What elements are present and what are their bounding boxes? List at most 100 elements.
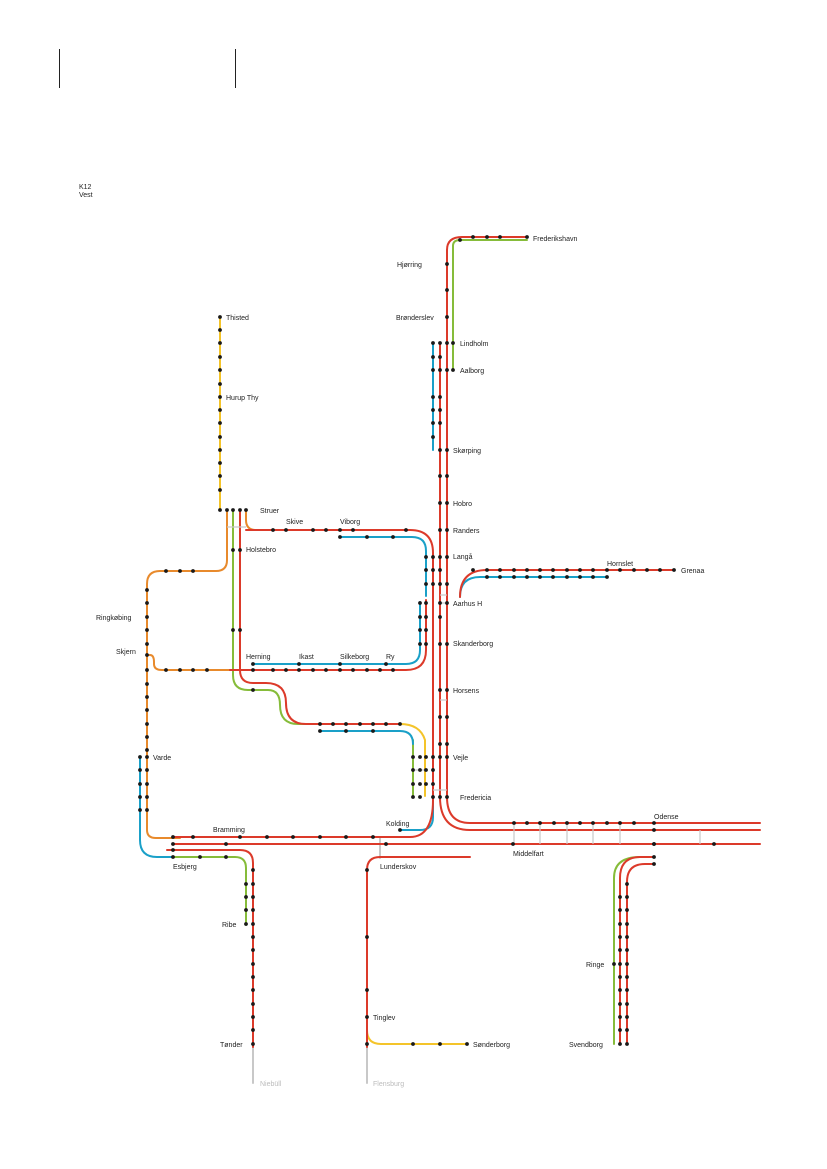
stop-dot-149[interactable] [145,653,149,657]
stop-dot-179[interactable] [365,668,369,672]
stop-dot-120[interactable] [538,568,542,572]
stop-dot-217[interactable] [578,821,582,825]
stop-dot-251[interactable] [411,1042,415,1046]
stop-dot-78[interactable] [411,782,415,786]
stop-dot-14[interactable] [445,555,449,559]
label-frederikshavn[interactable]: Frederikshavn [533,236,577,243]
stop-dot-107[interactable] [404,528,408,532]
stop-dot-144[interactable] [145,588,149,592]
stop-dot-244[interactable] [244,908,248,912]
stop-dot-10[interactable] [445,448,449,452]
label-ribe[interactable]: Ribe [222,922,237,929]
stop-dot-101[interactable] [271,528,275,532]
label-lunderskov[interactable]: Lunderskov [380,864,417,871]
stop-dot-23[interactable] [438,341,442,345]
stop-dot-231[interactable] [251,908,255,912]
stop-dot-125[interactable] [605,568,609,572]
stop-dot-49[interactable] [431,421,435,425]
stop-dot-188[interactable] [331,722,335,726]
stop-dot-35[interactable] [438,582,442,586]
stop-dot-115[interactable] [471,568,475,572]
stop-dot-232[interactable] [251,922,255,926]
stop-dot-233[interactable] [251,935,255,939]
stop-dot-257[interactable] [625,882,629,886]
stop-dot-155[interactable] [145,735,149,739]
stop-dot-203[interactable] [318,835,322,839]
stop-dot-64[interactable] [424,642,428,646]
label-ringkobing[interactable]: Ringkøbing [96,615,132,622]
stop-dot-273[interactable] [618,935,622,939]
label-thisted[interactable]: Thisted [226,315,249,322]
stop-dot-151[interactable] [145,682,149,686]
stop-dot-110[interactable] [391,535,395,539]
stop-dot-147[interactable] [145,628,149,632]
stop-dot-86[interactable] [218,368,222,372]
stop-dot-58[interactable] [424,555,428,559]
label-bramming[interactable]: Bramming [213,827,245,834]
stop-dot-108[interactable] [338,535,342,539]
stop-dot-60[interactable] [424,582,428,586]
stop-dot-131[interactable] [485,575,489,579]
stop-dot-146[interactable] [145,615,149,619]
stop-dot-48[interactable] [431,408,435,412]
stop-dot-178[interactable] [351,668,355,672]
stop-dot-267[interactable] [625,1015,629,1019]
stop-dot-3[interactable] [525,235,529,239]
stop-dot-190[interactable] [358,722,362,726]
stop-dot-248[interactable] [365,988,369,992]
label-kolding[interactable]: Kolding [386,821,409,828]
stop-dot-37[interactable] [438,615,442,619]
stop-dot-193[interactable] [398,722,402,726]
stop-dot-234[interactable] [251,948,255,952]
stop-dot-281[interactable] [618,1042,622,1046]
stop-dot-81[interactable] [451,368,455,372]
stop-dot-17[interactable] [445,642,449,646]
stop-dot-97[interactable] [225,508,229,512]
stop-dot-221[interactable] [632,821,636,825]
stop-dot-90[interactable] [218,421,222,425]
stop-dot-206[interactable] [171,842,175,846]
stop-dot-214[interactable] [538,821,542,825]
stop-dot-272[interactable] [618,922,622,926]
stop-dot-113[interactable] [231,548,235,552]
stop-dot-223[interactable] [652,828,656,832]
label-silkeborg[interactable]: Silkeborg [340,654,369,661]
stop-dot-163[interactable] [138,768,142,772]
label-tinglev[interactable]: Tinglev [373,1015,396,1022]
stop-dot-252[interactable] [438,1042,442,1046]
stop-dot-254[interactable] [652,842,656,846]
label-bronderslev[interactable]: Brønderslev [396,315,434,322]
stop-dot-216[interactable] [565,821,569,825]
stop-dot-159[interactable] [145,782,149,786]
stop-dot-22[interactable] [445,795,449,799]
stop-dot-222[interactable] [652,821,656,825]
stop-dot-241[interactable] [251,1042,255,1046]
stop-dot-139[interactable] [591,575,595,579]
stop-dot-247[interactable] [365,935,369,939]
stop-dot-228[interactable] [251,868,255,872]
stop-dot-112[interactable] [238,628,242,632]
stop-dot-227[interactable] [171,848,175,852]
stop-dot-253[interactable] [465,1042,469,1046]
stop-dot-28[interactable] [438,421,442,425]
stop-dot-71[interactable] [418,642,422,646]
label-randers[interactable]: Randers [453,528,480,535]
stop-dot-134[interactable] [525,575,529,579]
stop-dot-70[interactable] [418,628,422,632]
label-ikast[interactable]: Ikast [299,654,314,661]
stop-dot-27[interactable] [438,408,442,412]
stop-dot-220[interactable] [618,821,622,825]
stop-dot-76[interactable] [411,755,415,759]
stop-dot-260[interactable] [625,922,629,926]
stop-dot-19[interactable] [445,715,449,719]
stop-dot-117[interactable] [498,568,502,572]
stop-dot-9[interactable] [445,368,449,372]
stop-dot-53[interactable] [431,582,435,586]
stop-dot-160[interactable] [145,795,149,799]
stop-dot-44[interactable] [431,341,435,345]
stop-dot-274[interactable] [618,948,622,952]
stop-dot-126[interactable] [618,568,622,572]
label-lindholm[interactable]: Lindholm [460,341,489,348]
stop-dot-95[interactable] [218,488,222,492]
stop-dot-100[interactable] [244,508,248,512]
